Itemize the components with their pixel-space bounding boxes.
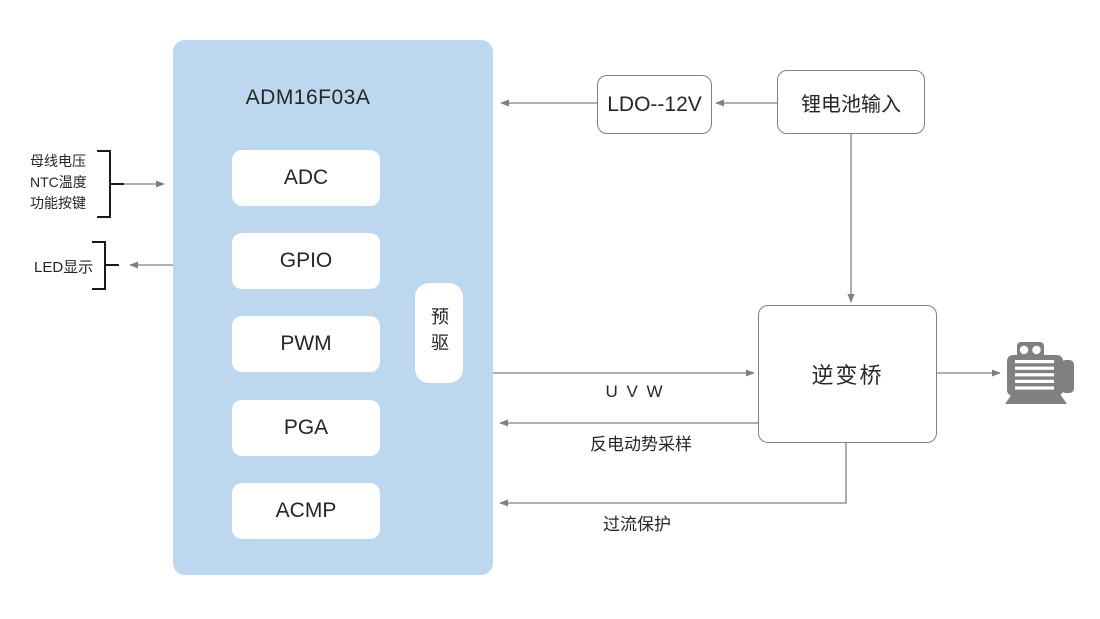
motor-icon xyxy=(1005,342,1074,404)
module-adc: ADC xyxy=(232,150,380,206)
bemf-signal-label: 反电动势采样 xyxy=(590,435,692,454)
inverter-bridge-box: 逆变桥 xyxy=(758,305,937,443)
ldo-box: LDO--12V xyxy=(597,75,712,134)
module-predriver: 预驱 xyxy=(415,283,463,383)
battery-input-box: 锂电池输入 xyxy=(777,70,925,134)
led-bracket xyxy=(92,241,106,290)
module-gpio: GPIO xyxy=(232,233,380,289)
input-function-keys: 功能按键 xyxy=(30,195,86,211)
input-bus-voltage: 母线电压 xyxy=(30,153,86,169)
led-display-label: LED显示 xyxy=(34,259,94,276)
mcu-title: ADM16F03A xyxy=(245,86,371,109)
module-pwm: PWM xyxy=(232,316,380,372)
module-pga: PGA xyxy=(232,400,380,456)
uvw-signal-label: U V W xyxy=(605,382,665,401)
analog-inputs-label: 母线电压 NTC温度 功能按键 xyxy=(30,151,120,214)
module-acmp: ACMP xyxy=(232,483,380,539)
input-ntc-temp: NTC温度 xyxy=(30,174,87,190)
ocp-signal-label: 过流保护 xyxy=(603,515,671,534)
